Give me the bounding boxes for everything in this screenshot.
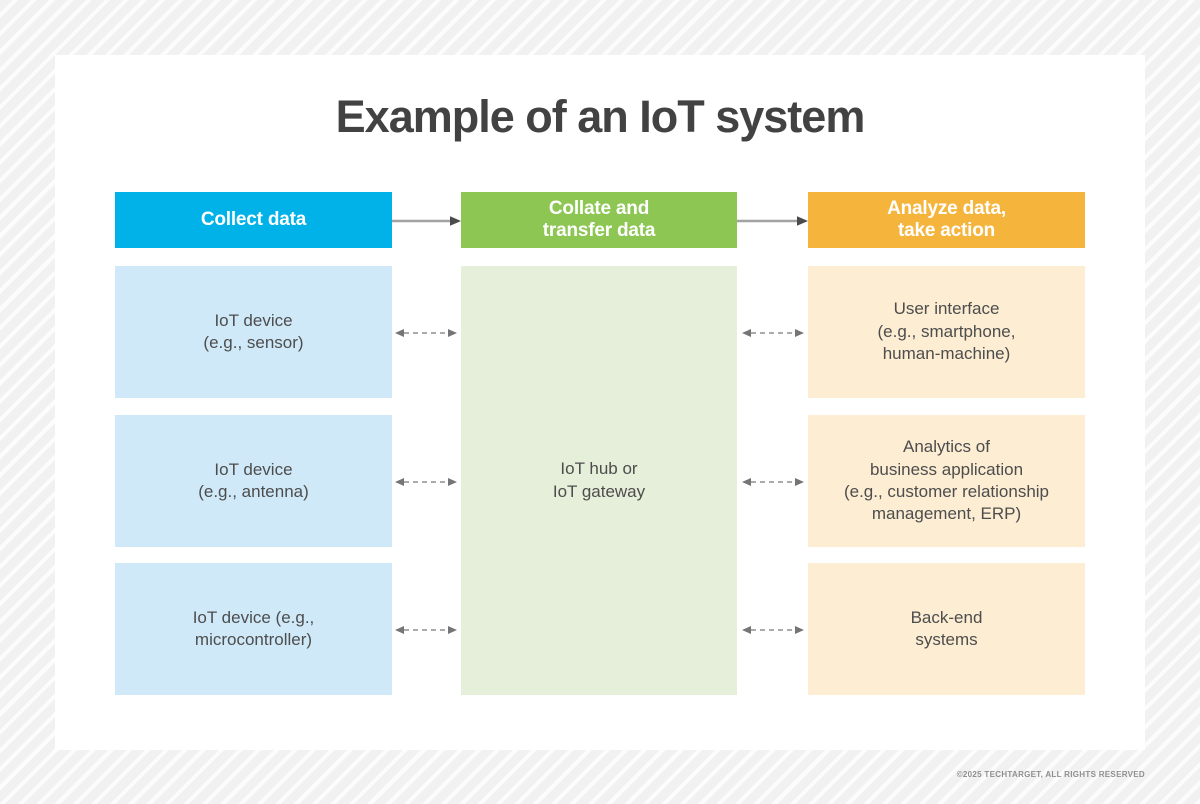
diagram-title: Example of an IoT system — [335, 91, 866, 142]
diagram-card: Example of an IoT system Collect data Co… — [55, 55, 1145, 750]
box-iot-hub-gateway: IoT hub or IoT gateway — [461, 266, 737, 695]
bidirectional-arrow-icon — [742, 623, 804, 641]
box-back-end-systems: Back-end systems — [808, 563, 1085, 695]
header-analyze-data-take-action: Analyze data, take action — [808, 192, 1085, 248]
copyright-text: ©2025 TECHTARGET, ALL RIGHTS RESERVED — [956, 770, 1145, 779]
box-iot-device-microcontroller: IoT device (e.g., microcontroller) — [115, 563, 392, 695]
box-iot-device-antenna: IoT device (e.g., antenna) — [115, 415, 392, 547]
box-analytics-business-application: Analytics of business application (e.g.,… — [808, 415, 1085, 547]
bidirectional-arrow-icon — [395, 623, 457, 641]
flow-arrow-icon — [392, 214, 461, 232]
bidirectional-arrow-icon — [742, 326, 804, 344]
bidirectional-arrow-icon — [742, 475, 804, 493]
bidirectional-arrow-icon — [395, 326, 457, 344]
box-user-interface: User interface (e.g., smartphone, human-… — [808, 266, 1085, 398]
bidirectional-arrow-icon — [395, 475, 457, 493]
box-iot-device-sensor: IoT device (e.g., sensor) — [115, 266, 392, 398]
header-collate-transfer-data: Collate and transfer data — [461, 192, 737, 248]
header-collect-data: Collect data — [115, 192, 392, 248]
flow-arrow-icon — [737, 214, 808, 232]
